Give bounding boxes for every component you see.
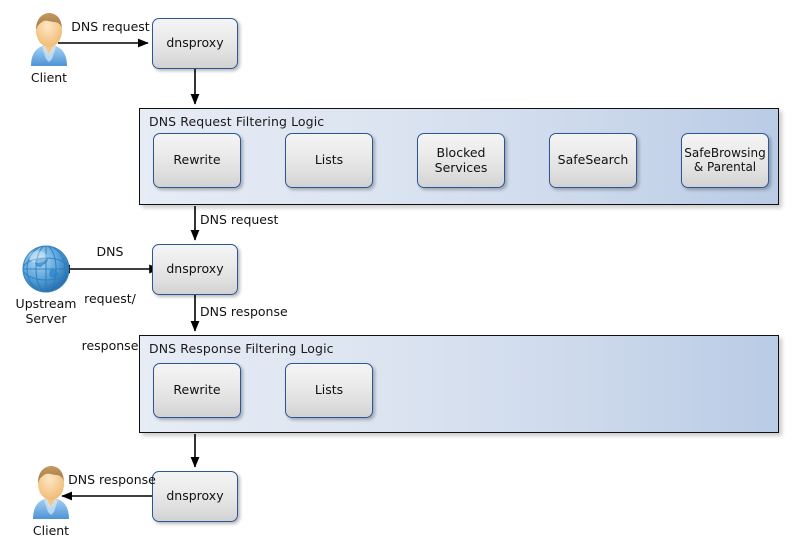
label-proxy-to-response-filter: DNS response xyxy=(200,304,288,319)
filter-node-lists-response[interactable]: Lists xyxy=(285,363,373,418)
client-bottom-caption: Client xyxy=(32,523,70,538)
dnsproxy-middle-label: dnsproxy xyxy=(166,261,224,277)
filter-node-safesearch-label: SafeSearch xyxy=(557,152,629,168)
dns-request-filtering-logic-title: DNS Request Filtering Logic xyxy=(149,114,325,129)
filter-node-blocked-services-label-1: Blocked xyxy=(436,145,486,161)
upstream-server-caption: Upstream Server xyxy=(0,296,92,326)
person-icon xyxy=(18,10,80,68)
label-upstream-exchange: DNS request/ response xyxy=(70,213,150,385)
label-client-to-proxy: DNS request xyxy=(71,19,150,34)
person-icon xyxy=(20,463,82,521)
client-top-caption: Client xyxy=(30,70,68,85)
filter-node-blocked-services[interactable]: Blocked Services xyxy=(417,133,505,188)
filter-node-blocked-services-label-2: Services xyxy=(434,159,488,175)
dnsproxy-middle[interactable]: dnsproxy xyxy=(152,244,238,295)
label-upstream-exchange-line3: response xyxy=(81,338,139,353)
filter-node-safesearch[interactable]: SafeSearch xyxy=(549,133,637,188)
filter-node-safebrowsing-parental-label-2: & Parental xyxy=(693,159,757,174)
filter-node-rewrite-request[interactable]: Rewrite xyxy=(153,133,241,188)
upstream-server-caption-line2: Server xyxy=(25,311,67,326)
label-proxy-to-client: DNS response xyxy=(68,472,156,487)
filter-node-lists-request-label: Lists xyxy=(314,152,344,168)
dnsproxy-bottom-label: dnsproxy xyxy=(166,488,224,504)
filter-node-rewrite-request-label: Rewrite xyxy=(173,152,221,168)
globe-icon xyxy=(19,243,73,295)
dns-response-filtering-logic-title: DNS Response Filtering Logic xyxy=(149,341,334,356)
filter-node-rewrite-response[interactable]: Rewrite xyxy=(153,363,241,418)
filter-node-safebrowsing-parental-label-1: SafeBrowsing xyxy=(684,145,766,160)
filter-node-lists-request[interactable]: Lists xyxy=(285,133,373,188)
dnsproxy-top-label: dnsproxy xyxy=(166,35,224,51)
dnsproxy-top[interactable]: dnsproxy xyxy=(152,18,238,69)
upstream-server-caption-line1: Upstream xyxy=(15,296,77,311)
label-upstream-exchange-line1: DNS xyxy=(96,244,124,260)
filter-node-lists-response-label: Lists xyxy=(314,382,344,398)
dnsproxy-bottom[interactable]: dnsproxy xyxy=(152,471,238,522)
filter-node-safebrowsing-parental[interactable]: SafeBrowsing & Parental xyxy=(681,133,769,188)
dns-response-filtering-logic: DNS Response Filtering Logic xyxy=(139,335,779,433)
filter-node-rewrite-response-label: Rewrite xyxy=(173,382,221,398)
label-proxy-to-request-filter: DNS request xyxy=(200,212,279,227)
label-upstream-exchange-line2: request/ xyxy=(84,291,136,307)
